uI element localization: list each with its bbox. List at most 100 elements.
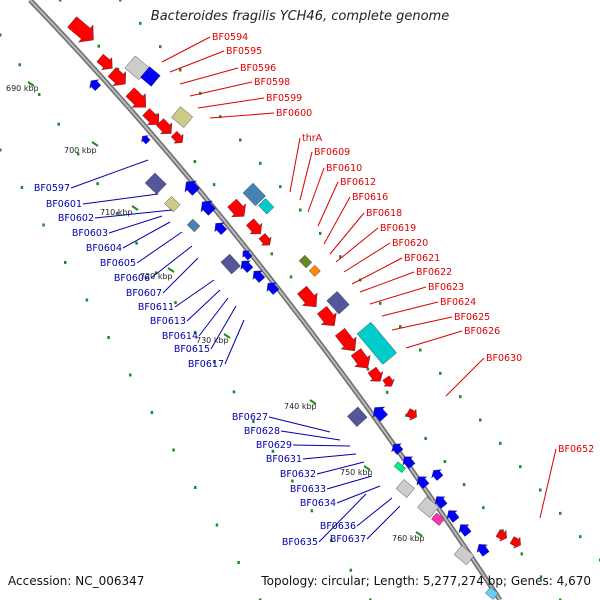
feature-box-4: [164, 196, 181, 213]
feature-box-11: [308, 264, 321, 277]
forward-gene-16-shape: [405, 408, 417, 421]
forward-gene-12: [334, 328, 357, 352]
reverse-leader-7: [162, 257, 199, 294]
gc-dot-0-11: [213, 360, 216, 364]
tick-mark-5: [309, 399, 317, 405]
forward-gene-10: [297, 285, 318, 308]
reverse-gene-2-shape: [214, 222, 228, 236]
feature-box-14: [393, 461, 406, 474]
reverse-leader-15: [292, 444, 351, 447]
forward-leader-5: [209, 112, 275, 119]
gc-dot-3-9: [194, 486, 197, 489]
reverse-label-20: BF0636: [320, 521, 356, 532]
reverse-leader-2: [94, 209, 173, 219]
reverse-gene-15-shape: [242, 250, 253, 261]
gc-dot-2-17: [459, 395, 462, 399]
gc-dot-0-14: [271, 449, 275, 453]
gc-dot-2-11: [339, 255, 342, 259]
forward-gene-15: [382, 375, 395, 387]
forward-gene-9: [258, 233, 272, 246]
feature-box-12-shape: [220, 253, 241, 275]
feature-box-6-shape: [242, 182, 266, 207]
gc-dot-0-2: [37, 92, 41, 96]
gc-dot-2-5: [219, 115, 222, 119]
forward-gene-2-shape: [107, 67, 126, 87]
gc-dot-0-9: [174, 301, 177, 305]
feature-box-18-shape: [453, 545, 475, 566]
tick-mark-2: [131, 205, 139, 211]
gc-dot-2-22: [559, 511, 562, 515]
reverse-gene-16-shape: [391, 443, 404, 455]
forward-gene-7: [227, 198, 247, 217]
reverse-gene-0: [200, 200, 216, 216]
gc-dot-2-18: [479, 418, 482, 422]
genes-text: Genes: 4,670: [510, 574, 591, 588]
forward-label-5: BF0600: [276, 108, 312, 119]
feature-box-1: [140, 66, 161, 87]
forward-label-7: BF0609: [314, 147, 350, 158]
reverse-gene-14: [476, 544, 490, 557]
forward-gene-8: [246, 218, 263, 235]
forward-gene-6: [170, 130, 184, 144]
reverse-label-17: BF0632: [280, 469, 316, 480]
gc-dot-3-1: [20, 186, 24, 189]
feature-box-8-shape: [326, 291, 350, 315]
genome-summary: Topology: circular; Length: 5,277,274 bp…: [261, 574, 591, 588]
forward-label-18: BF0625: [454, 312, 490, 323]
feature-box-13: [347, 406, 368, 427]
forward-label-3: BF0598: [254, 77, 290, 88]
reverse-gene-4: [252, 270, 266, 283]
reverse-gene-6: [89, 79, 102, 92]
reverse-label-2: BF0602: [58, 213, 94, 224]
forward-gene-12-shape: [334, 328, 357, 352]
gc-dot-3-0: [0, 148, 2, 152]
reverse-leader-21: [366, 505, 401, 540]
reverse-leader-11: [210, 305, 237, 350]
reverse-leader-19: [336, 485, 381, 504]
forward-gene-4-shape: [142, 108, 160, 125]
reverse-gene-15: [242, 250, 253, 261]
gc-dot-3-11: [237, 561, 240, 564]
reverse-gene-12: [446, 510, 460, 523]
reverse-label-12: BF0617: [188, 359, 224, 370]
reverse-gene-11-shape: [434, 496, 448, 509]
reverse-leader-8: [174, 279, 215, 308]
reverse-label-1: BF0601: [46, 199, 82, 210]
gc-dot-3-5: [107, 336, 110, 339]
forward-gene-5: [156, 118, 173, 135]
gc-dot-1-25: [539, 575, 543, 579]
gc-dot-1-7: [193, 160, 197, 164]
gc-dot-3-7: [150, 411, 154, 414]
feature-box-8: [326, 291, 350, 315]
gc-dot-1-12: [289, 275, 293, 279]
feature-box-1-shape: [140, 66, 161, 87]
reverse-gene-13: [458, 524, 472, 537]
forward-gene-6-shape: [170, 130, 184, 144]
gc-dot-0-5: [96, 182, 99, 186]
topology-text: Topology: circular;: [261, 574, 370, 588]
tick-label-5: 740 kbp: [284, 402, 317, 411]
reverse-label-15: BF0629: [256, 440, 292, 451]
gc-dot-1-2: [97, 44, 100, 48]
feature-box-10-shape: [298, 254, 313, 269]
forward-label-14: BF0621: [404, 253, 440, 264]
forward-leader-19: [405, 330, 463, 349]
gc-dot-2-7: [259, 161, 262, 165]
forward-gene-18: [509, 536, 521, 549]
reverse-gene-14-shape: [476, 544, 490, 557]
forward-leader-3: [189, 81, 253, 97]
forward-gene-10-shape: [297, 285, 318, 308]
reverse-label-4: BF0604: [86, 243, 122, 254]
forward-gene-1: [96, 53, 113, 71]
forward-gene-17-shape: [495, 529, 507, 542]
reverse-label-9: BF0613: [150, 316, 186, 327]
reverse-gene-8-shape: [372, 406, 388, 422]
feature-box-5-shape: [186, 218, 201, 233]
gc-dot-1-26: [559, 598, 562, 600]
feature-box-9: [356, 321, 397, 365]
gc-dot-1-24: [520, 552, 524, 556]
reverse-leader-5: [136, 231, 183, 264]
reverse-label-8: BF0611: [138, 302, 174, 313]
reverse-gene-2: [214, 222, 228, 236]
